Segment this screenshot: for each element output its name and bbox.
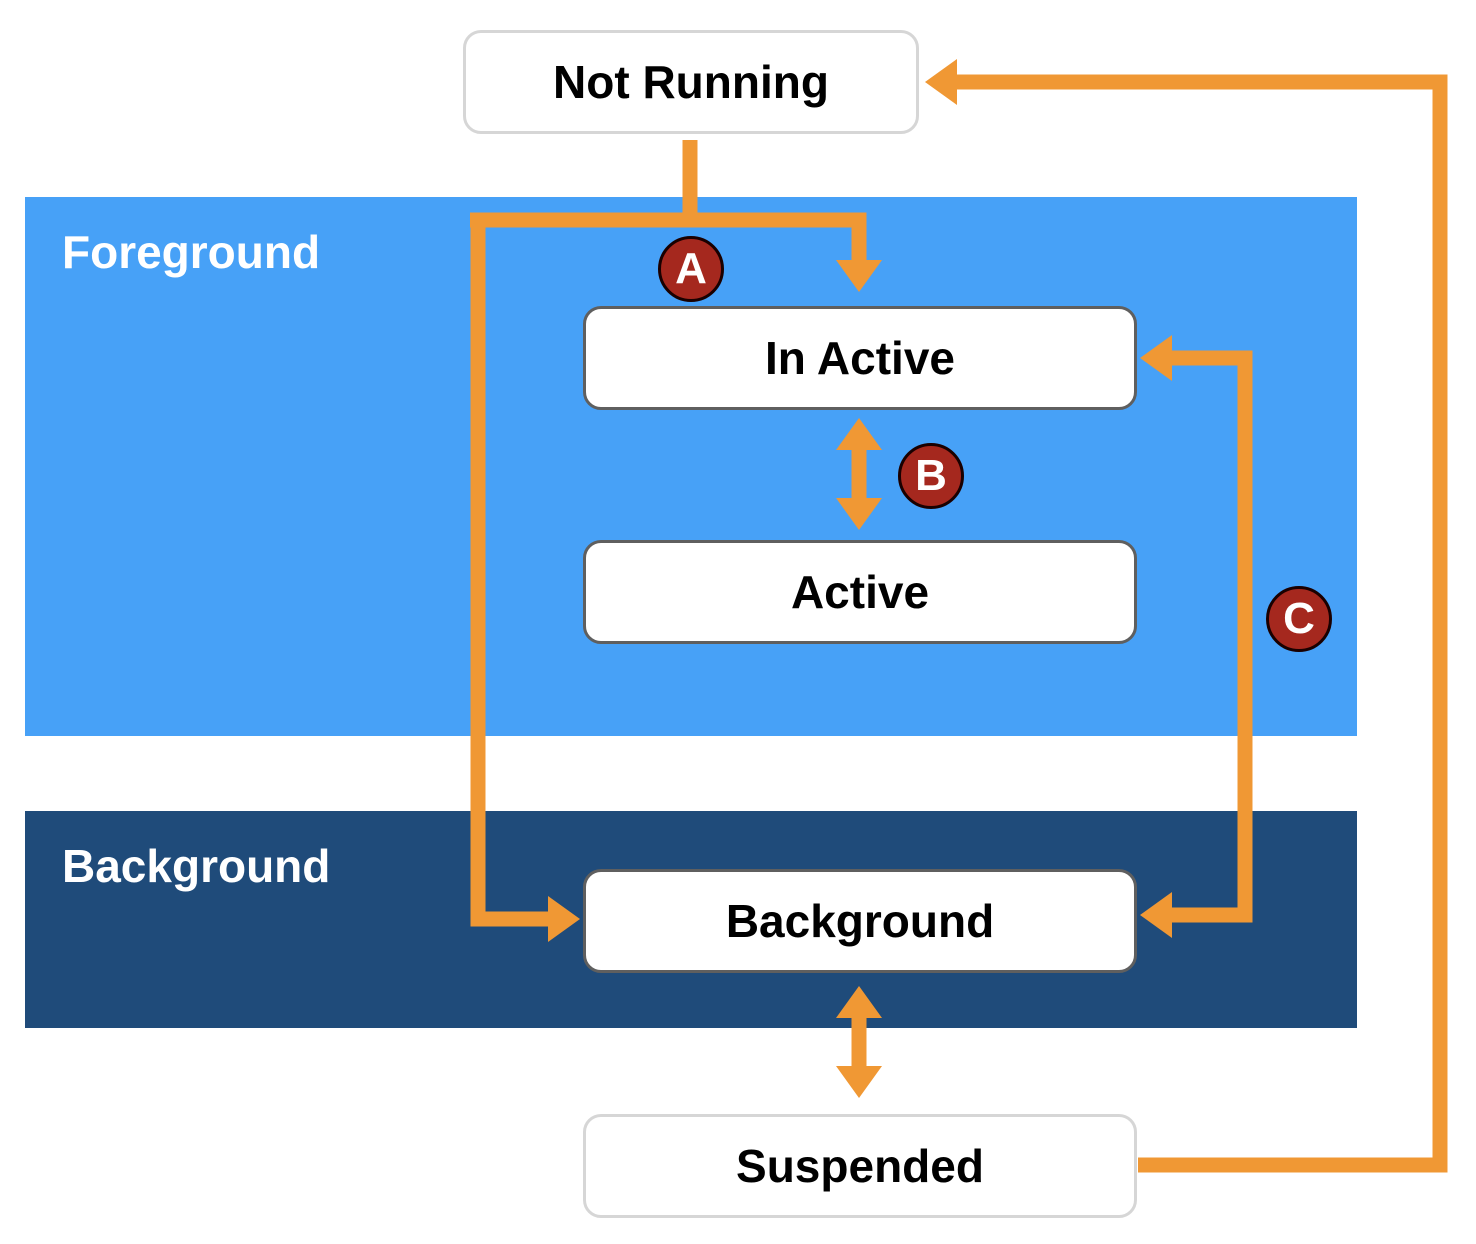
arrow-suspended-to-not-running xyxy=(955,74,1448,1173)
arrowhead-not-running xyxy=(925,59,957,105)
state-not-running: Not Running xyxy=(463,30,919,134)
badge-b: B xyxy=(898,443,964,509)
arrowhead-c-background xyxy=(1140,892,1172,938)
state-suspended: Suspended xyxy=(583,1114,1137,1218)
badge-c: C xyxy=(1266,586,1332,652)
background-region-title: Background xyxy=(62,840,331,892)
arrowhead-b-down xyxy=(836,498,882,530)
arrowhead-a-in-active xyxy=(836,260,882,292)
foreground-region-title: Foreground xyxy=(62,226,321,278)
state-in-active: In Active xyxy=(583,306,1137,410)
state-background: Background xyxy=(583,869,1137,973)
badge-a: A xyxy=(658,236,724,302)
arrowhead-c-in-active xyxy=(1140,335,1172,381)
arrow-a-to-in-active xyxy=(470,212,867,262)
arrowhead-suspended-up xyxy=(836,986,882,1018)
arrowhead-suspended-down xyxy=(836,1066,882,1098)
state-active: Active xyxy=(583,540,1137,644)
arrowhead-b-up xyxy=(836,418,882,450)
arrow-a-to-background xyxy=(470,220,552,927)
arrowhead-a-background xyxy=(548,896,580,942)
arrow-c-path xyxy=(1168,350,1253,923)
